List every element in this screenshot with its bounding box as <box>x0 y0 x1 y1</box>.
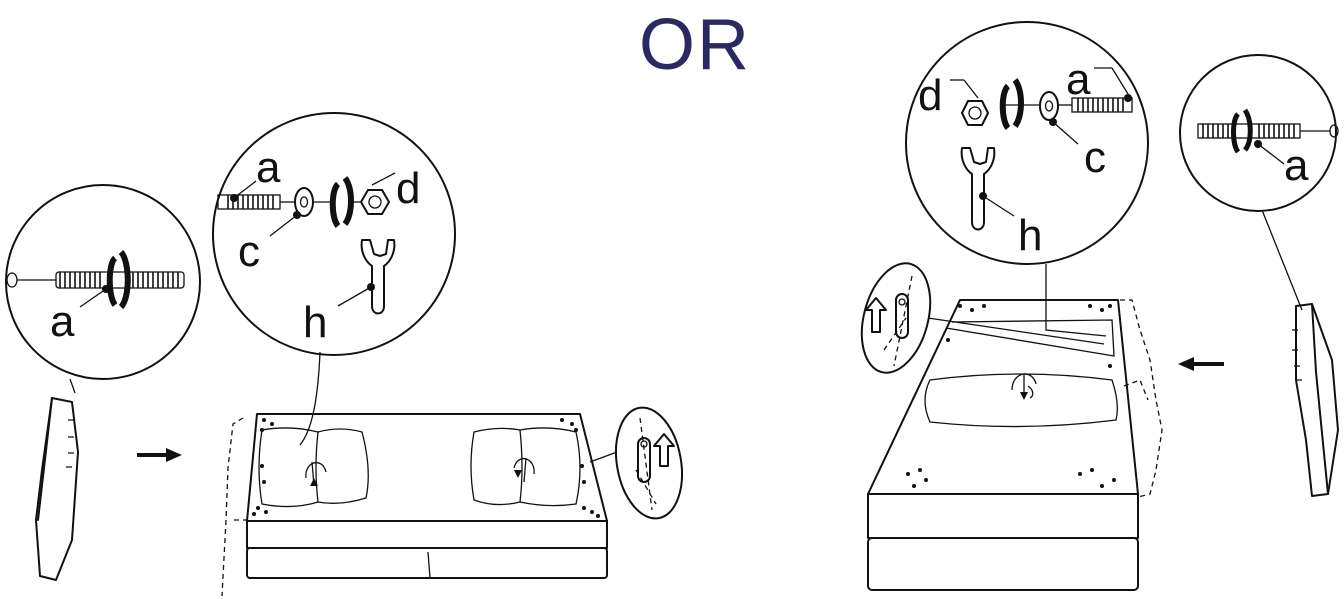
threaded-rod-icon <box>218 195 280 209</box>
part-label-a-hardware: a <box>256 143 281 192</box>
part-label-d: d <box>396 164 420 213</box>
sofa-base-left <box>222 414 607 596</box>
lock-washer-icon <box>110 252 128 307</box>
hex-nut-icon <box>962 101 988 125</box>
part-label-c-right: c <box>1084 133 1106 182</box>
detail-circle-bracket-right <box>851 256 1104 381</box>
lock-washer-icon <box>1003 80 1021 128</box>
wrench-icon <box>962 148 995 230</box>
direction-arrow-icon <box>137 448 182 462</box>
direction-arrow-icon <box>866 298 886 332</box>
part-label-h-right: h <box>1018 211 1042 260</box>
leg-panel-right <box>1292 304 1338 496</box>
sofa-base-right <box>868 300 1162 590</box>
part-label-h: h <box>303 298 327 347</box>
wrench-icon <box>362 240 395 314</box>
washer-icon <box>1040 92 1058 120</box>
detail-circle-hardware-left: a c d <box>213 113 455 445</box>
direction-arrow-icon <box>1178 357 1224 371</box>
rotation-arrow-icon <box>514 458 534 482</box>
rotation-arrow-icon <box>1012 374 1036 400</box>
detail-circle-hardware-right: a c d <box>906 22 1148 336</box>
lock-washer-icon <box>1234 110 1251 152</box>
direction-arrow-icon <box>654 434 674 466</box>
part-label-a-hardware-right: a <box>1066 55 1091 104</box>
detail-circle-rod-right: a <box>1180 55 1338 310</box>
hex-nut-icon <box>361 190 389 214</box>
detail-circle-bracket-left <box>590 402 690 523</box>
part-label-c: c <box>238 227 260 276</box>
part-label-d-right: d <box>918 71 942 120</box>
part-label-a: a <box>50 297 75 346</box>
threaded-rod-icon <box>56 272 184 288</box>
detail-circle-rod-left: a <box>6 185 200 393</box>
leg-panel-left <box>36 398 78 580</box>
lock-washer-icon <box>333 178 351 226</box>
part-label-a-right: a <box>1284 141 1309 190</box>
